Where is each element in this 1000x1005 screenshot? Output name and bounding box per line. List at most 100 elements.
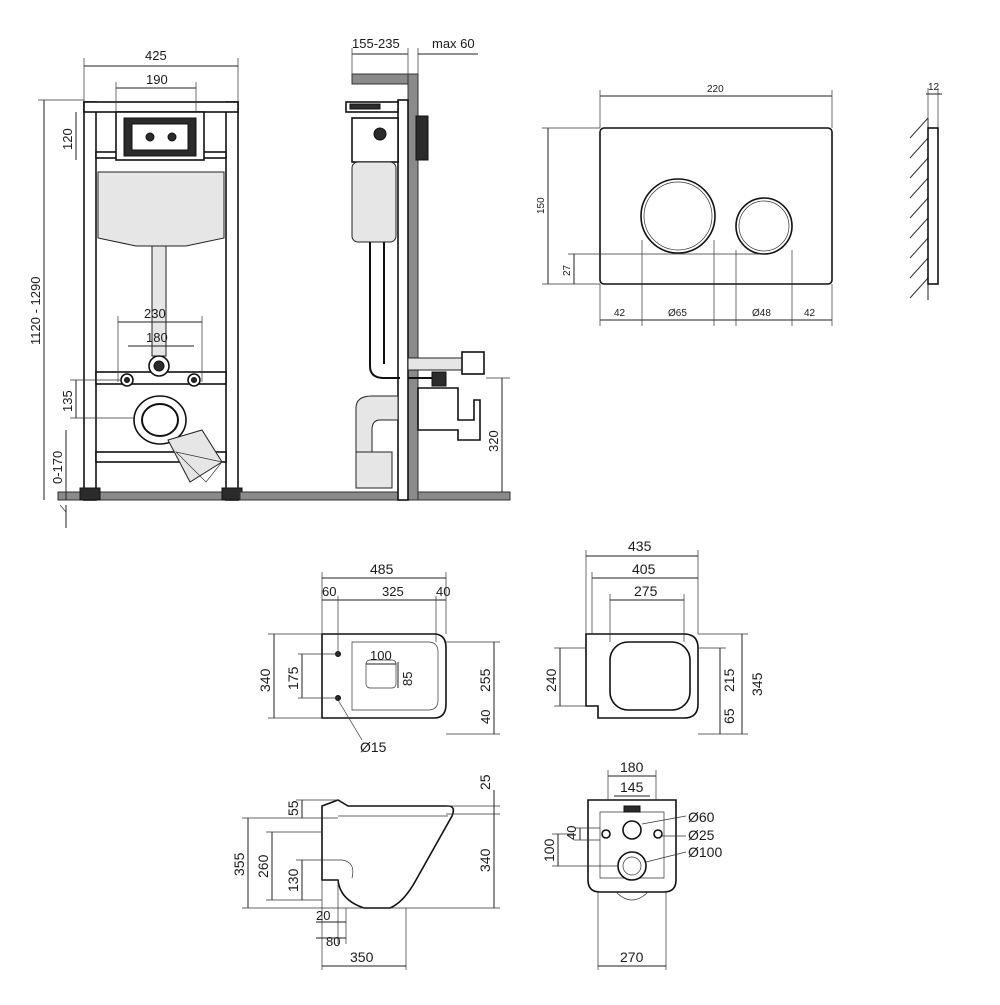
button-large-icon — [640, 178, 716, 254]
hatch-line — [909, 257, 929, 279]
dim-foot-range: 0-170 — [50, 451, 65, 484]
drain-elbow-line — [174, 451, 223, 483]
outlet-top — [365, 659, 397, 689]
hatch-line — [909, 197, 929, 219]
water-inlet-core — [153, 360, 165, 372]
dim-bowl-side-length: 350 — [350, 949, 374, 965]
frame-right-post — [225, 101, 239, 501]
inlet-cap — [461, 351, 485, 375]
dim-back-top: 180 — [620, 759, 644, 775]
bowl-top-rim — [351, 641, 439, 711]
dim-back-mid: 100 — [541, 838, 557, 862]
dim-button-small: Ø48 — [752, 308, 771, 319]
dim-bowl-a: 60 — [322, 584, 336, 599]
drain-hole-icon — [617, 851, 647, 881]
dim-right-height: 340 — [477, 848, 493, 872]
frame-right-foot — [221, 487, 243, 501]
hatch-line — [909, 237, 929, 259]
flush-plate-side — [415, 115, 429, 161]
hatch-line — [909, 217, 929, 239]
outlet-hole-icon — [622, 820, 642, 840]
button-small-icon — [735, 197, 793, 255]
flush-pipe-side — [369, 242, 400, 379]
dim-outlet-height-side: 130 — [285, 868, 301, 892]
dim-pipe-inner: 180 — [146, 330, 168, 345]
bowl-back-view: 180 145 Ø60 Ø25 Ø100 40 100 270 — [541, 759, 722, 970]
dim-margin-left: 42 — [614, 308, 626, 319]
bowl-side-outlet — [322, 859, 354, 879]
dim-offset-27: 27 — [562, 264, 573, 276]
leader-line — [337, 699, 363, 741]
bowl-back-base — [615, 891, 649, 901]
drain-inner — [141, 403, 179, 437]
bolt-hole-right-icon — [653, 829, 663, 839]
bowl-side-view: 55 25 355 260 130 340 20 80 350 — [231, 774, 500, 970]
dim-back-gap: 40 — [564, 826, 579, 840]
drain-connector — [417, 387, 481, 441]
dim-frame-height: 1120 - 1290 — [28, 277, 43, 345]
dim-depth-range: 155-235 — [352, 36, 400, 51]
dim-seat-mid: 405 — [632, 561, 656, 577]
bolt-left-core — [124, 377, 130, 383]
dim-overall-height: 355 — [231, 852, 247, 876]
dim-plate-height: 120 — [60, 128, 75, 150]
bowl-back-outline — [587, 799, 677, 893]
dim-seat-inner: 275 — [634, 583, 658, 599]
frame-front-view: 425 190 120 1120 - 1290 230 180 135 0-17… — [28, 48, 249, 528]
seat-opening — [609, 641, 691, 711]
bolt-hole-left-icon — [601, 829, 611, 839]
dim-seat-outer: 435 — [628, 538, 652, 554]
arrow — [59, 504, 67, 513]
dim-button-large: Ø65 — [668, 308, 687, 319]
actuator-right-icon — [167, 132, 177, 142]
frame-side-view: 155-235 max 60 320 — [239, 36, 511, 501]
drain-outlet-side — [355, 451, 393, 489]
back-slot — [623, 805, 641, 813]
dim-plate-width-220: 220 — [707, 84, 724, 95]
dim-outlet-width: 100 — [370, 648, 392, 663]
dim-wall-max: max 60 — [432, 36, 475, 51]
flush-plate-body — [599, 127, 833, 285]
dim-edge-40: 40 — [478, 710, 493, 724]
dim-small: 20 — [316, 908, 330, 923]
dim-bowl-height: 340 — [257, 668, 273, 692]
dim-outlet-height: 320 — [486, 430, 501, 452]
frame-low-rail — [95, 451, 227, 463]
bowl-top-outline — [321, 633, 447, 719]
dim-inner-width: 255 — [477, 668, 493, 692]
dim-pipe-outer: 230 — [144, 306, 166, 321]
dim-seat-edge: 65 — [721, 708, 737, 724]
dim-outlet-height: 85 — [400, 672, 415, 686]
dim-back-holes: 145 — [620, 779, 644, 795]
hatch-line — [909, 157, 929, 179]
cistern-body — [97, 171, 225, 247]
dim-frame-width: 425 — [145, 48, 167, 63]
inlet-connector — [407, 357, 465, 371]
frame-side-rail-fill — [349, 103, 381, 110]
dim-base: 80 — [326, 934, 340, 949]
dim-bowl-c: 40 — [436, 584, 450, 599]
dim-plate-height-150: 150 — [536, 197, 547, 214]
dim-back-base: 270 — [620, 949, 644, 965]
leader-line — [645, 851, 687, 863]
bolt-right-core — [191, 377, 197, 383]
dim-top-gap: 55 — [285, 800, 301, 816]
seat-top-view: 435 405 275 240 215 345 65 — [543, 538, 765, 735]
flush-plate-view: 220 150 27 42 Ø65 Ø48 42 — [536, 84, 833, 326]
valve-icon — [373, 127, 387, 141]
dim-seat-left: 240 — [543, 668, 559, 692]
hatch-line — [909, 177, 929, 199]
cistern-top-box — [351, 117, 399, 163]
hatch-line — [909, 117, 929, 139]
dim-outlet-diameter: Ø60 — [688, 809, 715, 825]
dim-drain-diameter: Ø100 — [688, 844, 722, 860]
frame-left-foot — [79, 487, 101, 501]
hatch-line — [909, 277, 929, 299]
mount-hole-bottom-icon — [335, 695, 341, 701]
dim-hole-diameter: Ø15 — [360, 739, 387, 755]
dim-mount-height: 260 — [255, 854, 271, 878]
drain-bend — [355, 395, 399, 453]
dim-thickness: 12 — [928, 82, 940, 93]
button-large-inner — [643, 181, 713, 251]
